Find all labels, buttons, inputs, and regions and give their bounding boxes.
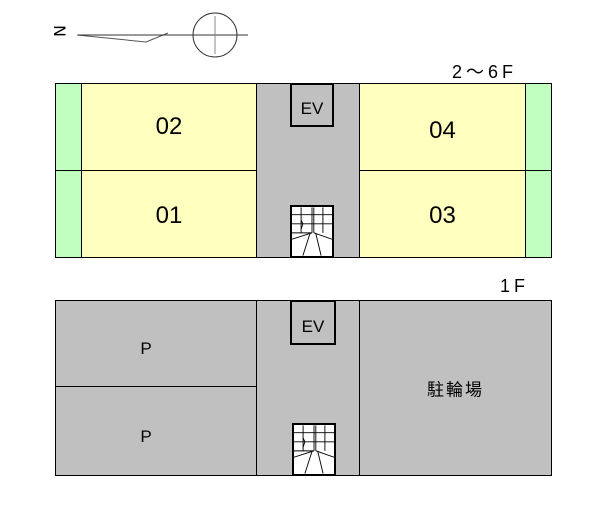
parking-space: P <box>55 300 257 387</box>
unit-02: 02 <box>81 83 257 171</box>
north-label: N <box>50 25 69 37</box>
lower-floor-label: 1F <box>500 276 530 296</box>
upper-floor-label: 2～6F <box>452 62 518 82</box>
balcony <box>55 83 82 171</box>
balcony <box>525 170 552 258</box>
north-arrow-icon: N <box>50 12 248 58</box>
unit-03: 03 <box>359 170 526 258</box>
elevator: EV <box>290 83 334 127</box>
elevator: EV <box>290 300 336 345</box>
unit-01: 01 <box>81 170 257 258</box>
parking-space: P <box>55 386 257 476</box>
balcony <box>525 83 552 171</box>
bicycle-parking: 駐輪場 <box>359 300 552 476</box>
balcony <box>55 170 82 258</box>
stairs-icon <box>290 205 334 258</box>
unit-04: 04 <box>359 83 526 171</box>
stairs-icon <box>292 423 336 476</box>
